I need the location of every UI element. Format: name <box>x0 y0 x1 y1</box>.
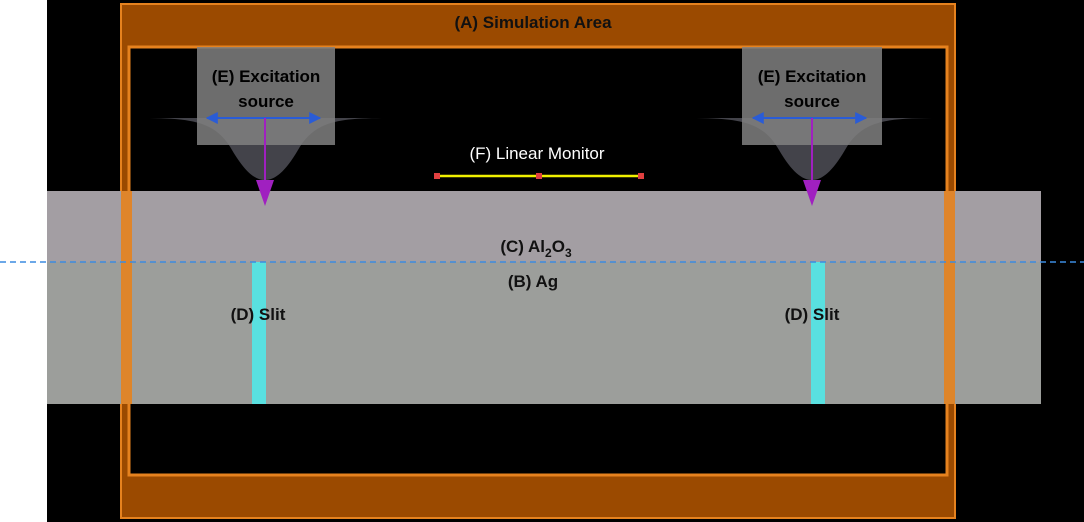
excitation-source-left <box>137 47 393 206</box>
ag-layer <box>47 262 1041 404</box>
simulation-area-right-edge <box>944 191 955 404</box>
al2o3-label: (C) Al2O3 <box>500 237 572 260</box>
excitation-source-right <box>684 47 940 206</box>
slit-left <box>252 262 266 404</box>
slit-right <box>811 262 825 404</box>
simulation-area-label: (A) Simulation Area <box>454 13 612 32</box>
ag-label: (B) Ag <box>508 272 558 291</box>
linear-monitor: (F) Linear Monitor <box>434 144 644 179</box>
al2o3-label-sub2: 3 <box>565 246 572 260</box>
monitor-point-left <box>434 173 440 179</box>
al2o3-label-prefix: (C) Al <box>500 237 545 256</box>
simulation-area-left-edge <box>121 191 132 404</box>
linear-monitor-label: (F) Linear Monitor <box>469 144 604 163</box>
propagation-arrow-head-left <box>256 180 274 206</box>
al2o3-label-mid: O <box>552 237 565 256</box>
monitor-point-center <box>536 173 542 179</box>
slit-label-left: (D) Slit <box>231 305 286 324</box>
excitation-label-right-line1: (E) Excitation <box>758 67 867 86</box>
excitation-label-left-line1: (E) Excitation <box>212 67 321 86</box>
al2o3-label-sub1: 2 <box>545 246 552 260</box>
excitation-label-right-line2: source <box>784 92 840 111</box>
propagation-arrow-head-right <box>803 180 821 206</box>
al2o3-layer <box>47 191 1041 262</box>
excitation-label-left-line2: source <box>238 92 294 111</box>
monitor-point-right <box>638 173 644 179</box>
slit-label-right: (D) Slit <box>785 305 840 324</box>
